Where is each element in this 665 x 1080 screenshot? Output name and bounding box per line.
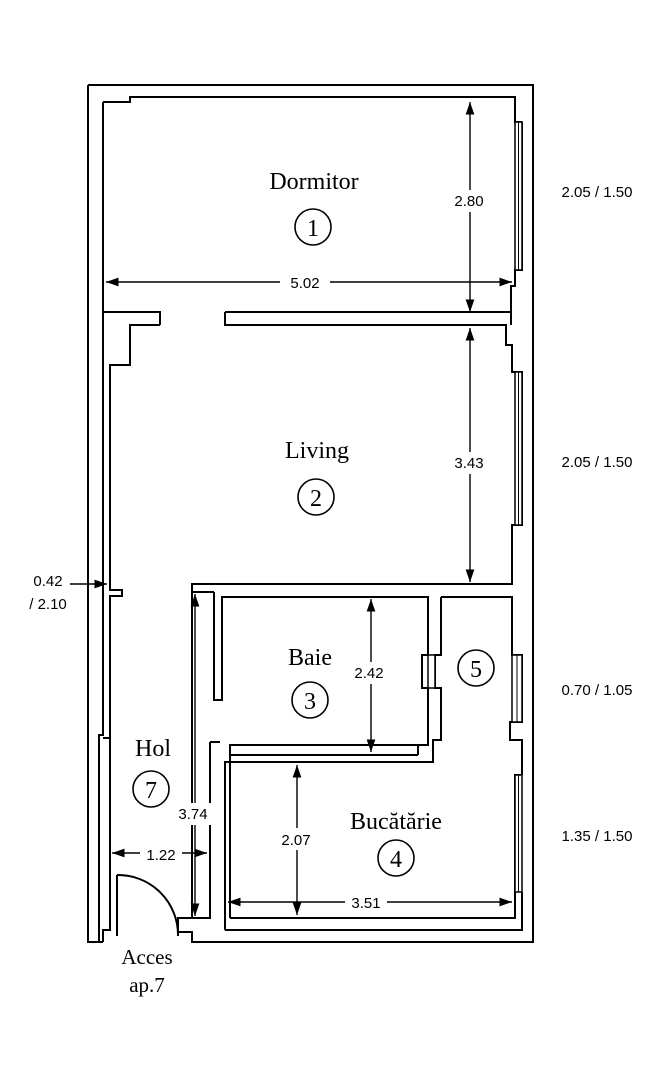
room-number-2: 2 bbox=[310, 486, 322, 512]
entrance-door bbox=[116, 873, 180, 937]
inner-walls bbox=[177, 592, 523, 932]
access-line1: Acces bbox=[121, 945, 172, 969]
dim-dormitor-width: 5.02 bbox=[290, 275, 319, 292]
room-number-7: 7 bbox=[145, 778, 157, 804]
dim-bucatarie-width: 3.51 bbox=[351, 895, 380, 912]
room-number-5: 5 bbox=[470, 657, 482, 683]
dim-bucatarie-depth: 2.07 bbox=[281, 832, 310, 849]
window-size-room5: 0.70 / 1.05 bbox=[562, 682, 633, 699]
room-number-circle-4 bbox=[377, 839, 415, 877]
room-name-dormitor: Dormitor bbox=[269, 169, 358, 195]
dimension-labels: 2.80 5.02 3.43 2.42 2.07 3.51 1.22 3.74 bbox=[140, 190, 490, 912]
window-baie-internal bbox=[427, 654, 436, 689]
room-number-4: 4 bbox=[390, 847, 402, 873]
room-number-circle-7 bbox=[132, 770, 170, 808]
dim-hol-width: 1.22 bbox=[146, 847, 175, 864]
outer-walls bbox=[87, 84, 534, 943]
room-name-hol: Hol bbox=[135, 736, 171, 762]
room-number-3: 3 bbox=[304, 689, 316, 715]
door-size-line2: / 2.10 bbox=[29, 596, 67, 613]
dim-baie-depth: 2.42 bbox=[354, 665, 383, 682]
room-number-circle-1 bbox=[294, 208, 332, 246]
access-line2: ap.7 bbox=[129, 973, 165, 997]
windows bbox=[427, 121, 523, 893]
room-labels: Dormitor 1 Living 2 Baie 3 Bucătărie 4 5… bbox=[132, 169, 495, 877]
room-name-bucatarie: Bucătărie bbox=[350, 809, 442, 835]
window-size-dormitor: 2.05 / 1.50 bbox=[562, 184, 633, 201]
room-number-1: 1 bbox=[307, 216, 319, 242]
access-label: Acces ap.7 bbox=[121, 945, 172, 997]
room-number-circle-5 bbox=[457, 649, 495, 687]
window-size-living: 2.05 / 1.50 bbox=[562, 454, 633, 471]
room-name-baie: Baie bbox=[288, 645, 332, 671]
room-name-living: Living bbox=[285, 438, 349, 464]
room-number-circle-3 bbox=[291, 681, 329, 719]
door-size-line1: 0.42 bbox=[33, 573, 62, 590]
room-number-circle-2 bbox=[297, 478, 335, 516]
dim-hol-length: 3.74 bbox=[178, 806, 207, 823]
window-size-bucatarie: 1.35 / 1.50 bbox=[562, 828, 633, 845]
dim-living-depth: 3.43 bbox=[454, 455, 483, 472]
window-size-labels: 2.05 / 1.50 2.05 / 1.50 0.70 / 1.05 1.35… bbox=[29, 184, 632, 845]
dim-dormitor-depth: 2.80 bbox=[454, 193, 483, 210]
